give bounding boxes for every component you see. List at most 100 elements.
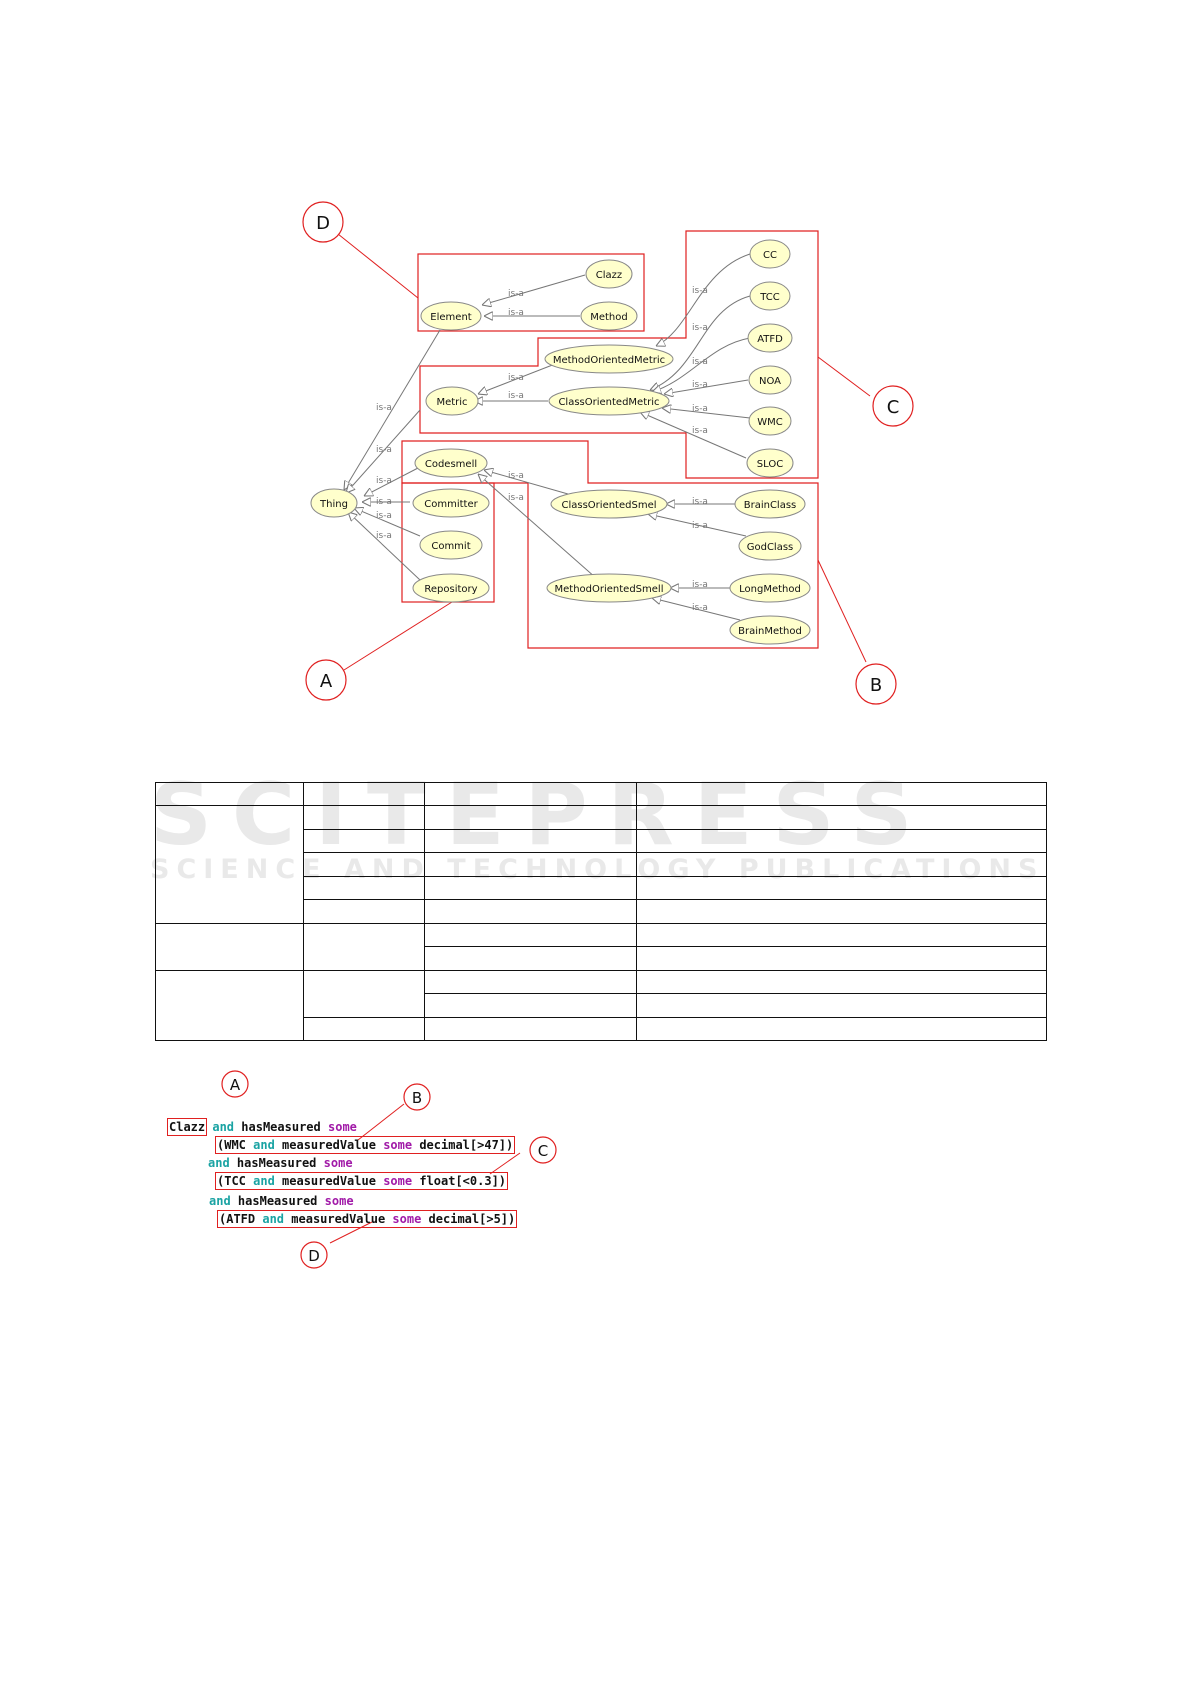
rule-has-measured: hasMeasured [237, 1194, 318, 1208]
node-class-oriented-smell[interactable]: ClassOrientedSmel [550, 489, 668, 519]
node-committer[interactable]: Committer [412, 488, 490, 518]
table-header-row [155, 781, 1047, 807]
edge-cc-mom [656, 253, 751, 346]
nodes: Thing Element Clazz Method Metric Method… [310, 239, 811, 645]
node-class-oriented-smell-label: ClassOrientedSmel [562, 500, 657, 511]
node-class-oriented-metric[interactable]: ClassOrientedMetric [548, 386, 670, 416]
node-commit[interactable]: Commit [419, 530, 483, 560]
node-god-class[interactable]: GodClass [738, 531, 802, 561]
edge-mom-metric [478, 363, 556, 394]
edge-label: is-a [692, 357, 708, 367]
rule-text: (ATFD [219, 1212, 263, 1226]
node-codesmell[interactable]: Codesmell [414, 448, 488, 478]
edge-element-thing [344, 329, 441, 490]
node-atfd[interactable]: ATFD [747, 323, 793, 353]
edge-label: is-a [692, 580, 708, 590]
table-cell [636, 899, 1047, 924]
table-cell [424, 828, 637, 854]
leader-d [337, 233, 419, 299]
callouts: D C B A [302, 201, 914, 705]
callout-leaders [337, 233, 871, 671]
node-element[interactable]: Element [420, 301, 482, 331]
edge-mos-codesmell [478, 474, 597, 579]
rule-callout-d: D [300, 1241, 328, 1269]
edge-repository-thing [348, 512, 421, 581]
node-method-oriented-smell[interactable]: MethodOrientedSmell [546, 573, 672, 603]
edge-label: is-a [376, 476, 392, 486]
node-committer-label: Committer [424, 499, 478, 510]
node-sloc-label: SLOC [757, 459, 783, 470]
node-wmc[interactable]: WMC [748, 406, 792, 436]
callout-c-label: C [887, 397, 900, 418]
table-cell [155, 922, 304, 971]
table-cell [424, 899, 637, 924]
table-cell [303, 828, 425, 854]
rule-callout-c-label: C [538, 1142, 548, 1160]
edge-label: is-a [376, 497, 392, 507]
edge-wmc-com [662, 408, 751, 419]
table-cell [424, 993, 637, 1018]
node-brain-method[interactable]: BrainMethod [729, 615, 811, 645]
rule-callout-d-label: D [308, 1247, 320, 1265]
node-brain-method-label: BrainMethod [738, 626, 802, 637]
leader-a [343, 601, 453, 671]
callout-b: B [855, 663, 897, 705]
edge-label: is-a [692, 426, 708, 436]
table-cell [636, 805, 1047, 830]
table-cell [636, 852, 1047, 877]
node-method-oriented-metric[interactable]: MethodOrientedMetric [544, 344, 674, 374]
callout-b-label: B [870, 675, 882, 696]
node-method-oriented-metric-label: MethodOrientedMetric [553, 355, 665, 366]
rule-callout-b: B [403, 1083, 431, 1111]
edge-label: is-a [376, 403, 392, 413]
node-noa[interactable]: NOA [748, 365, 792, 395]
node-clazz-label: Clazz [596, 270, 622, 281]
callout-c: C [872, 385, 914, 427]
table-cell [636, 1016, 1047, 1042]
callout-a: A [305, 659, 347, 701]
edge-atfd-com [652, 337, 751, 392]
rule-leader-d [329, 1221, 373, 1244]
node-codesmell-label: Codesmell [425, 459, 477, 470]
table-row [155, 969, 1047, 1042]
table-cell [303, 922, 425, 971]
table-row [156, 875, 1047, 901]
edge-brainmethod-mos [652, 598, 741, 621]
node-long-method[interactable]: LongMethod [729, 573, 811, 603]
rule-keyword-and: and [262, 1212, 285, 1226]
rule-text: float[<0.3]) [412, 1174, 507, 1188]
rule-has-measured: hasMeasured [241, 1120, 321, 1134]
node-brain-class[interactable]: BrainClass [734, 489, 806, 519]
node-god-class-label: GodClass [747, 542, 794, 553]
table-cell [155, 969, 304, 1042]
edge-label: is-a [508, 289, 524, 299]
node-cc[interactable]: CC [749, 239, 791, 269]
table-cell [155, 781, 304, 807]
edge-clazz-element [482, 274, 586, 305]
rule-text: (TCC [217, 1174, 254, 1188]
node-method[interactable]: Method [580, 301, 638, 331]
node-metric-label: Metric [436, 397, 467, 408]
node-tcc[interactable]: TCC [749, 281, 791, 311]
rule-line-5: and hasMeasured some [209, 1194, 354, 1208]
edge-labels: is-a is-a is-a is-a is-a is-a is-a is-a … [376, 286, 708, 613]
node-brain-class-label: BrainClass [744, 500, 797, 511]
rule-callout-a-label: A [230, 1076, 241, 1094]
node-metric[interactable]: Metric [425, 386, 479, 416]
node-long-method-label: LongMethod [739, 584, 801, 595]
edge-codesmell-thing [364, 467, 419, 496]
table-cell [636, 946, 1047, 971]
node-sloc[interactable]: SLOC [746, 448, 794, 478]
node-commit-label: Commit [431, 541, 470, 552]
edge-tcc-com [650, 295, 751, 390]
node-thing[interactable]: Thing [310, 488, 358, 518]
node-atfd-label: ATFD [757, 334, 783, 345]
node-clazz[interactable]: Clazz [585, 259, 633, 289]
rule-line-6: (ATFD and measuredValue some decimal[>5]… [216, 1210, 518, 1228]
node-method-oriented-smell-label: MethodOrientedSmell [555, 584, 664, 595]
node-noa-label: NOA [759, 376, 781, 387]
rule-keyword-some: some [328, 1120, 357, 1134]
edge-label: is-a [692, 286, 708, 296]
group-box-c [419, 230, 819, 479]
node-repository[interactable]: Repository [412, 573, 490, 603]
